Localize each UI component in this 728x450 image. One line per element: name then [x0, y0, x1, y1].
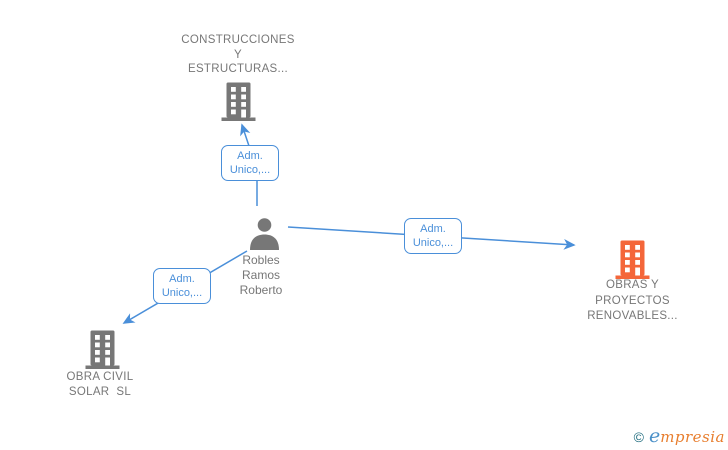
- top-company-line1: CONSTRUCCIONES: [181, 34, 295, 46]
- node-right-company[interactable]: [615, 240, 650, 279]
- top-company-line2: Y: [234, 48, 242, 61]
- copyright-icon: ©: [633, 429, 644, 445]
- person-line3: Roberto: [239, 283, 283, 297]
- top-company-line3: ESTRUCTURAS...: [187, 63, 289, 75]
- node-label-person[interactable]: Robles Ramos Roberto: [211, 253, 311, 298]
- person-line2: Ramos: [241, 268, 280, 282]
- right-company-line3: RENOVABLES...: [587, 310, 678, 322]
- node-person[interactable]: [248, 217, 281, 251]
- node-bottom-left-company[interactable]: [85, 330, 120, 369]
- right-company-line2: PROYECTOS: [595, 294, 670, 307]
- brand-name: mpresia: [660, 428, 725, 446]
- node-label-top-company[interactable]: CONSTRUCCIONES Y ESTRUCTURAS...: [140, 33, 336, 77]
- edge-label-line1: Adm.: [420, 223, 446, 235]
- person-line1: Robles: [242, 253, 280, 267]
- edge-label-adm-unico-top[interactable]: Adm. Unico,...: [221, 145, 279, 181]
- edge-label-line1: Adm.: [169, 273, 195, 285]
- building-icon: [221, 82, 256, 121]
- person-icon: [250, 218, 279, 250]
- node-label-bottom-left-company[interactable]: OBRA CIVIL SOLAR SL: [30, 370, 170, 399]
- edge-label-line2: Unico,...: [229, 164, 271, 176]
- brand-initial: e: [648, 425, 661, 447]
- edge-label-line2: Unico,...: [412, 237, 454, 249]
- building-icon-orange: [615, 240, 650, 279]
- bottom-left-company-line1: OBRA CIVIL: [66, 371, 134, 383]
- empresia-logo[interactable]: © e mpresia: [634, 425, 725, 447]
- node-label-right-company[interactable]: OBRAS Y PROYECTOS RENOVABLES...: [555, 278, 710, 325]
- edge-label-adm-unico-right[interactable]: Adm. Unico,...: [404, 218, 462, 254]
- right-company-line1: OBRAS Y: [605, 279, 660, 291]
- edge-label-adm-unico-bottom-left[interactable]: Adm. Unico,...: [153, 268, 211, 304]
- edge-label-line2: Unico,...: [161, 287, 203, 299]
- node-top-company[interactable]: [221, 82, 256, 121]
- building-icon: [85, 330, 120, 369]
- edge-label-line1: Adm.: [237, 150, 263, 162]
- bottom-left-company-line2: SOLAR SL: [68, 385, 132, 398]
